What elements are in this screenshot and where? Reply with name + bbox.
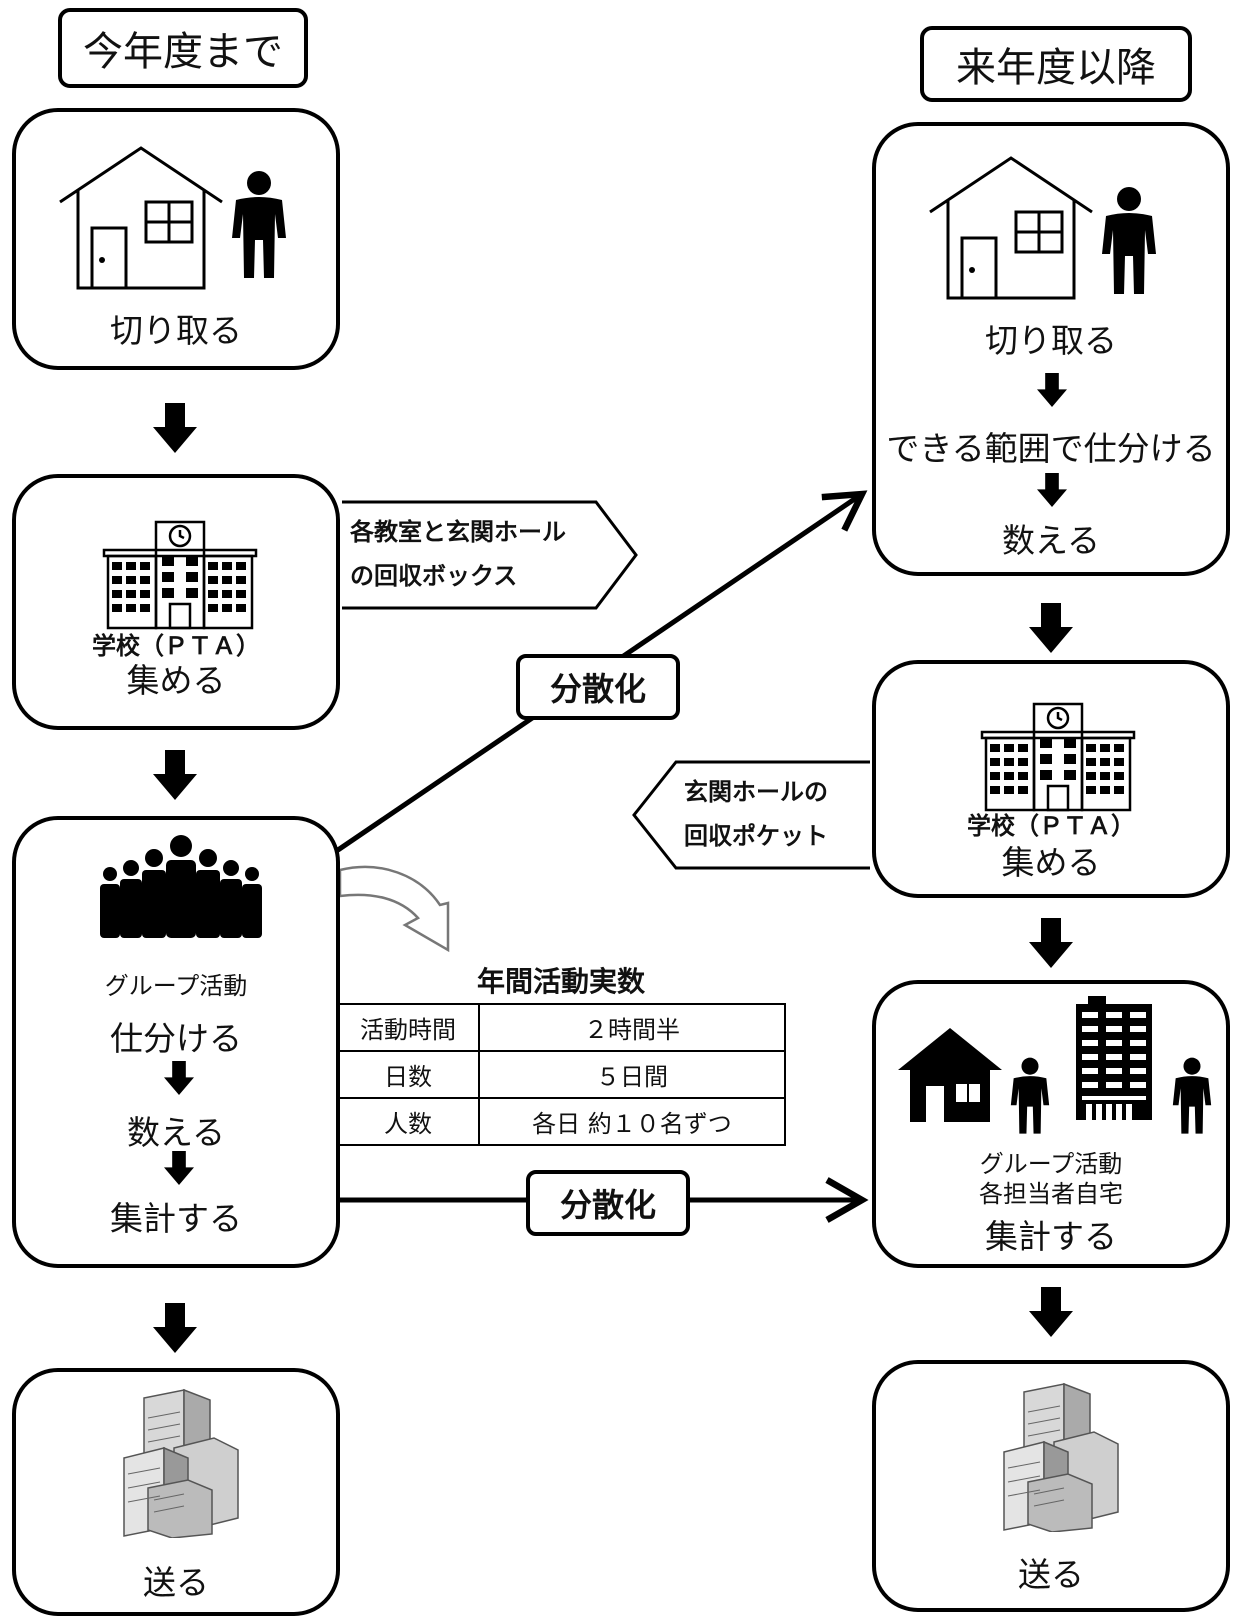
down-arrow-icon — [1029, 1287, 1073, 1337]
decentralize-badge-bottom: 分散化 — [526, 1170, 690, 1236]
stats-value: ２時間半 — [478, 1003, 786, 1052]
right-column-title: 来年度以降 — [920, 26, 1192, 102]
stats-value: 各日 約１０名ずつ — [478, 1097, 786, 1146]
right-title-text: 来年度以降 — [956, 45, 1156, 91]
right-sort-label: できる範囲で仕分ける — [886, 429, 1216, 468]
down-arrow-icon — [1037, 472, 1067, 508]
table-row: 活動時間 ２時間半 — [336, 1003, 786, 1052]
left-step-cut-label: 切り取る — [110, 311, 242, 350]
down-arrow-icon — [164, 1060, 194, 1096]
right-callout-line1: 玄関ホールの — [684, 778, 828, 806]
right-step-collect-box: 学校（ＰＴＡ） 集める — [872, 660, 1230, 898]
left-step-cut-box: 切り取る — [12, 108, 340, 370]
table-row: 日数 ５日間 — [336, 1050, 786, 1099]
down-arrow-icon — [1037, 372, 1067, 408]
left-step-group-box: グループ活動 仕分ける 数える 集計する — [12, 816, 340, 1268]
left-group-total: 集計する — [110, 1199, 242, 1238]
stats-key: 日数 — [336, 1050, 480, 1099]
right-step-cut-box: 切り取る できる範囲で仕分ける 数える — [872, 122, 1230, 576]
down-arrow-icon — [1029, 603, 1073, 653]
right-total-sub1: グループ活動 — [979, 1150, 1123, 1178]
down-arrow-icon — [1029, 918, 1073, 968]
stats-key: 人数 — [336, 1097, 480, 1146]
house-icon — [929, 156, 1093, 300]
left-collect-label: 集める — [126, 661, 226, 700]
house-icon — [898, 1028, 1002, 1122]
down-arrow-icon — [153, 750, 197, 800]
crowd-icon — [100, 835, 262, 938]
left-group-sort: 仕分ける — [110, 1019, 242, 1058]
school-icon — [102, 520, 258, 630]
office-buildings-icon — [123, 1388, 239, 1538]
decentralize-badge-top-text: 分散化 — [549, 670, 646, 708]
left-callout-line2: の回収ボックス — [350, 562, 518, 590]
right-total-sub2: 各担当者自宅 — [979, 1180, 1123, 1208]
stats-key: 活動時間 — [336, 1003, 480, 1052]
stats-table: 活動時間 ２時間半 日数 ５日間 人数 各日 約１０名ずつ — [336, 1003, 786, 1146]
right-send-label: 送る — [1018, 1555, 1084, 1594]
stats-value: ５日間 — [478, 1050, 786, 1099]
curved-arrow-icon — [338, 865, 450, 953]
left-title-text: 今年度まで — [83, 29, 283, 75]
right-callout: 玄関ホールの 回収ポケット — [630, 760, 872, 870]
person-icon — [1010, 1057, 1050, 1134]
school-icon — [980, 702, 1136, 812]
left-step-collect-box: 学校（ＰＴＡ） 集める — [12, 474, 340, 730]
right-callout-line2: 回収ポケット — [684, 822, 828, 850]
apartment-icon — [1076, 996, 1152, 1120]
left-collect-sub: 学校（ＰＴＡ） — [92, 632, 260, 660]
left-send-label: 送る — [143, 1563, 209, 1602]
stats-table-title: 年間活動実数 — [476, 965, 645, 998]
decentralize-badge-top: 分散化 — [516, 654, 680, 720]
office-buildings-icon — [1003, 1382, 1119, 1532]
right-count-label: 数える — [1001, 521, 1100, 560]
right-total-label: 集計する — [985, 1217, 1117, 1256]
left-group-sub: グループ活動 — [104, 972, 248, 1000]
person-icon — [1102, 187, 1156, 294]
right-collect-label: 集める — [1001, 843, 1101, 882]
down-arrow-icon — [153, 403, 197, 453]
table-row: 人数 各日 約１０名ずつ — [336, 1097, 786, 1146]
person-icon — [1172, 1057, 1212, 1134]
right-step-send-box: 送る — [872, 1360, 1230, 1612]
down-arrow-icon — [164, 1150, 194, 1186]
down-arrow-icon — [153, 1303, 197, 1353]
left-column-title: 今年度まで — [58, 8, 308, 88]
left-step-send-box: 送る — [12, 1368, 340, 1616]
right-step-total-box: グループ活動 各担当者自宅 集計する — [872, 980, 1230, 1268]
house-icon — [59, 146, 223, 290]
decentralize-badge-bottom-text: 分散化 — [559, 1186, 656, 1224]
right-collect-sub: 学校（ＰＴＡ） — [967, 812, 1135, 840]
left-group-count: 数える — [126, 1113, 225, 1152]
left-callout-line1: 各教室と玄関ホール — [350, 518, 566, 546]
left-callout: 各教室と玄関ホール の回収ボックス — [340, 500, 640, 610]
person-icon — [232, 171, 286, 278]
right-cut-label: 切り取る — [985, 321, 1117, 360]
